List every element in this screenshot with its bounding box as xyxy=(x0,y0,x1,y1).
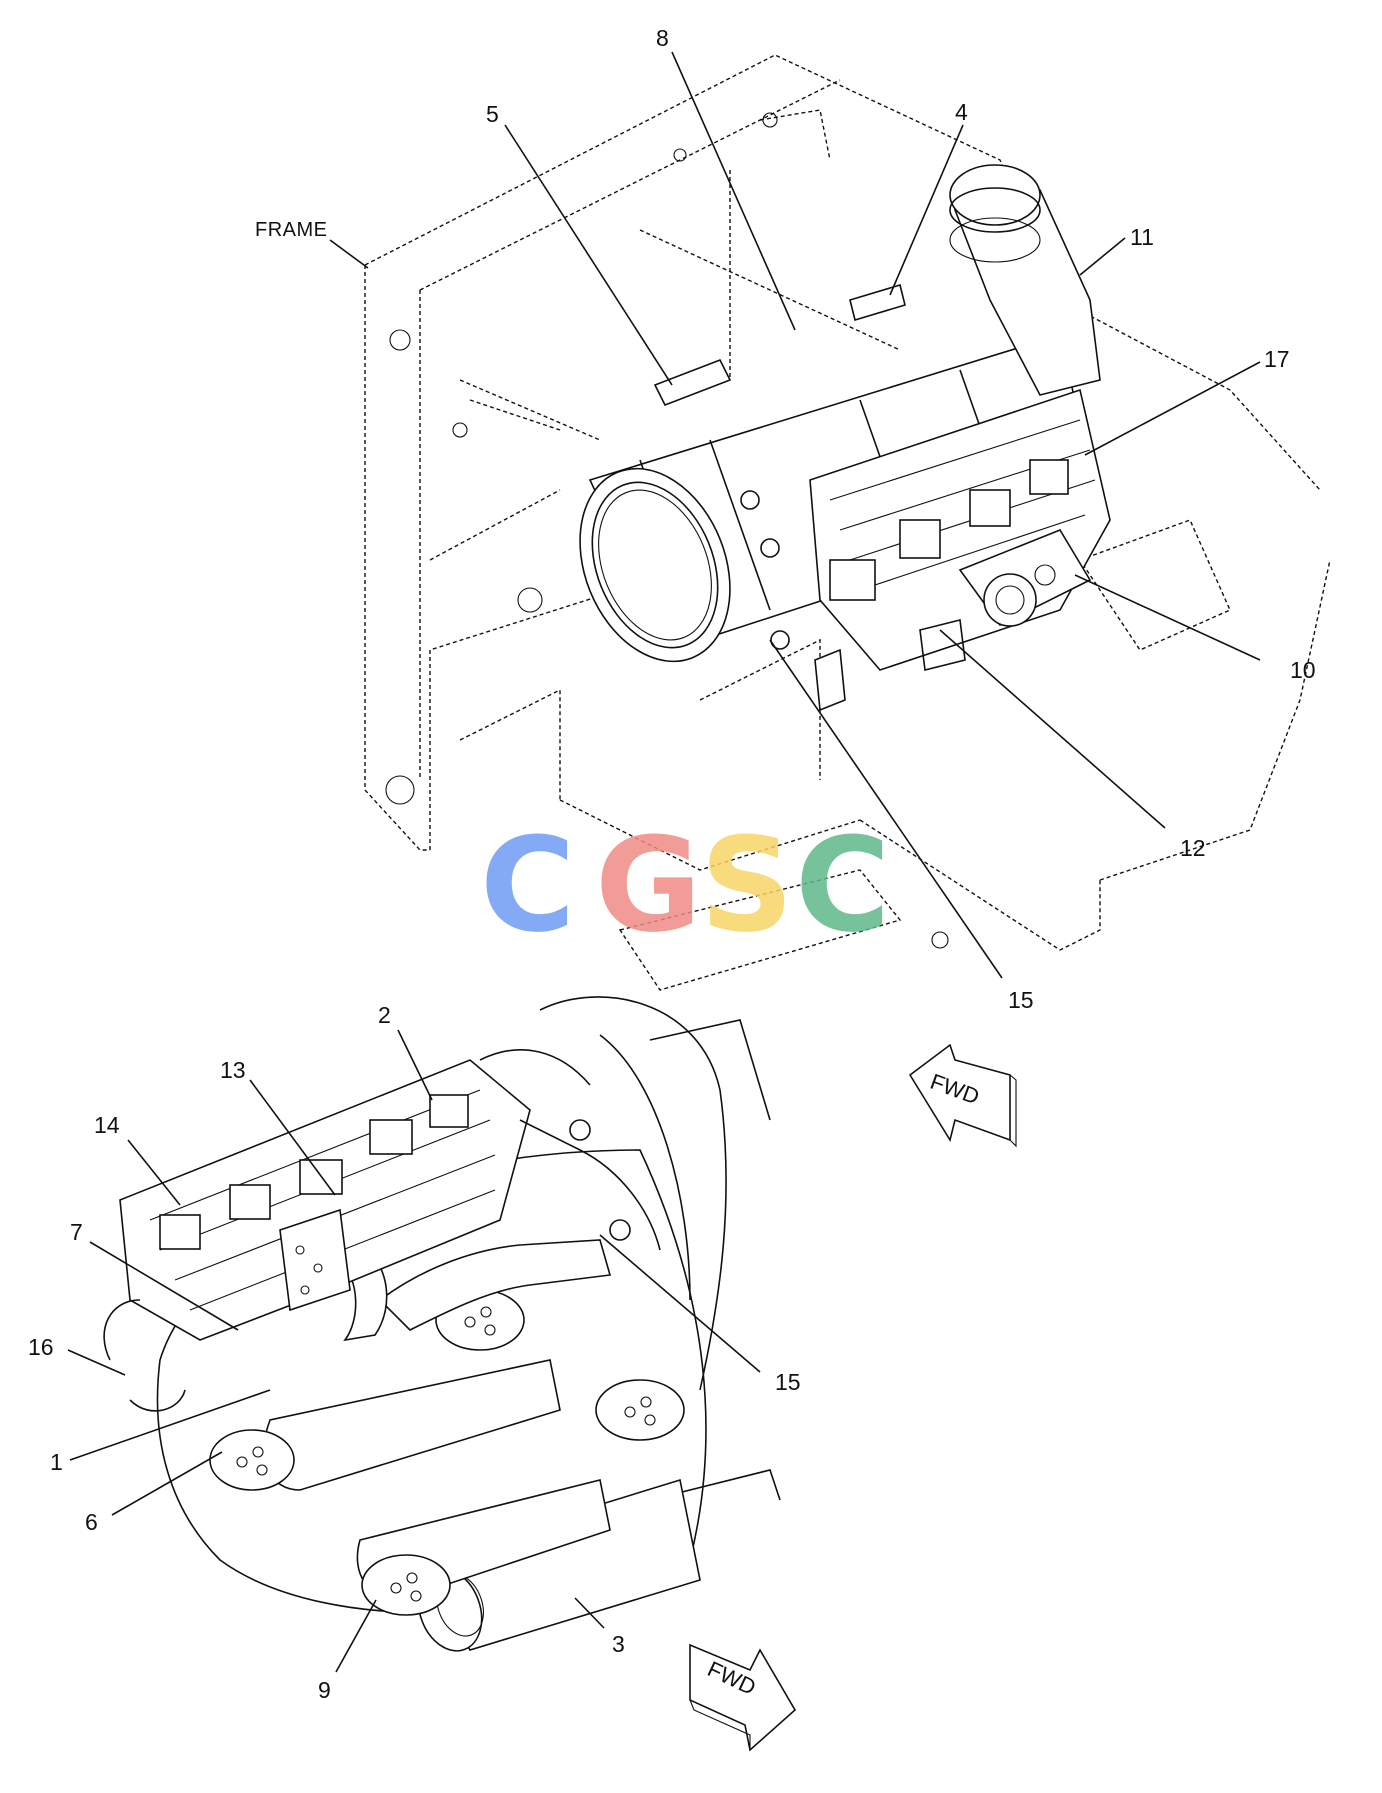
callout-7: 7 xyxy=(70,1219,83,1245)
callout-15-lower: 15 xyxy=(775,1369,801,1395)
callout-2: 2 xyxy=(378,1002,391,1028)
callout-17: 17 xyxy=(1264,346,1290,372)
callout-10: 10 xyxy=(1290,657,1316,683)
fwd-arrow-lower: FWD xyxy=(689,1643,797,1752)
frame-label: FRAME xyxy=(255,219,328,241)
cgsc-watermark: C G S C xyxy=(480,809,890,961)
callout-12: 12 xyxy=(1180,835,1206,861)
callout-15-upper: 15 xyxy=(1008,987,1034,1013)
watermark-letter-c2: C xyxy=(795,809,890,961)
watermark-letter-s: S xyxy=(700,809,794,961)
lower-assembly xyxy=(103,996,781,1652)
lower-callouts: 2 13 14 7 16 1 6 15 9 3 xyxy=(28,1002,801,1703)
callout-4: 4 xyxy=(955,99,968,125)
callout-9: 9 xyxy=(318,1677,331,1703)
callout-6: 6 xyxy=(85,1509,98,1535)
fwd-arrow-upper: FWD xyxy=(908,1043,1017,1148)
callout-13: 13 xyxy=(220,1057,246,1083)
callout-1: 1 xyxy=(50,1449,63,1475)
upper-callouts: 8 5 4 11 17 10 12 15 xyxy=(486,25,1316,1013)
callout-16: 16 xyxy=(28,1334,54,1360)
callout-14: 14 xyxy=(94,1112,120,1138)
frame-callout: FRAME xyxy=(255,219,369,269)
watermark-letter-c1: C xyxy=(480,809,575,961)
watermark-letter-g: G xyxy=(595,809,702,961)
callout-5: 5 xyxy=(486,101,499,127)
dpf-canister-upper xyxy=(579,164,1111,712)
callout-8: 8 xyxy=(656,25,669,51)
callout-3: 3 xyxy=(612,1631,625,1657)
callout-11: 11 xyxy=(1130,224,1154,250)
